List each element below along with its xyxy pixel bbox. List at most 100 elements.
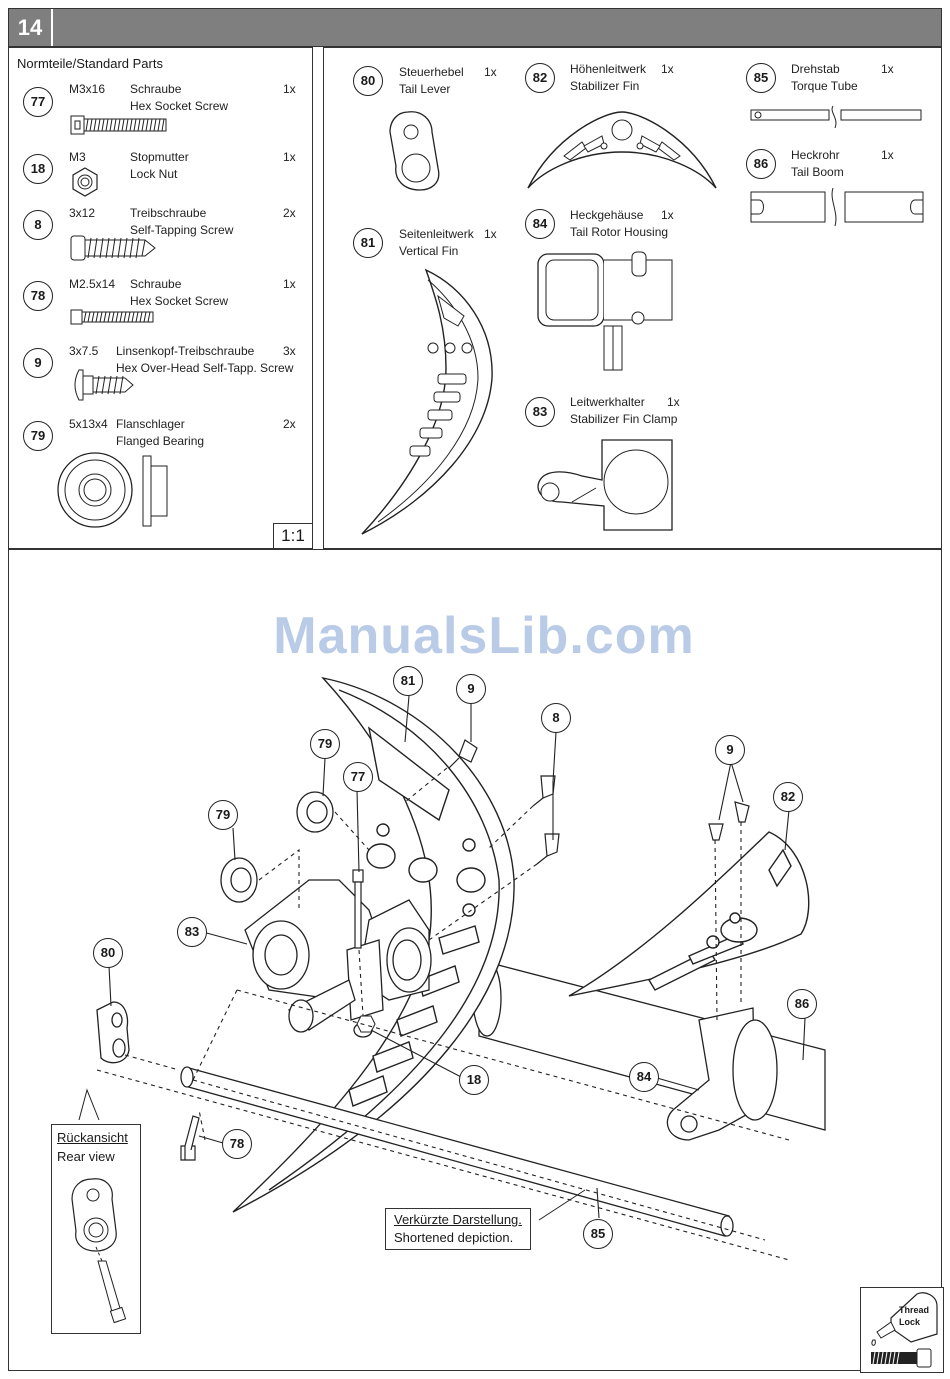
part-qty: 2x bbox=[283, 206, 296, 220]
part-qty: 1x bbox=[881, 148, 894, 162]
scale-label: 1:1 bbox=[273, 523, 312, 548]
part-name-en: Tail Rotor Housing bbox=[570, 225, 669, 239]
hex-overhead-screw-icon bbox=[74, 369, 134, 401]
part-number-81: 81 bbox=[353, 228, 383, 258]
leader-lines bbox=[108, 695, 806, 1219]
part-name-de: Drehstab bbox=[791, 62, 840, 76]
callout-78: 78 bbox=[222, 1129, 252, 1159]
part-number-8: 8 bbox=[23, 210, 53, 240]
part-name-de: Heckgehäuse bbox=[570, 208, 644, 222]
part-number-86: 86 bbox=[746, 149, 776, 179]
nut-18-drawing bbox=[356, 1015, 376, 1033]
stabilizer-fin-clamp-icon bbox=[537, 439, 673, 531]
part-qty: 1x bbox=[283, 150, 296, 164]
callout-79: 79 bbox=[208, 800, 238, 830]
lock-nut-icon bbox=[72, 167, 98, 197]
part-qty: 1x bbox=[661, 208, 674, 222]
tail-rotor-housing-icon bbox=[537, 251, 673, 371]
callout-81: 81 bbox=[393, 666, 423, 696]
callout-9: 9 bbox=[715, 735, 745, 765]
stabilizer-clamp-drawing bbox=[666, 1007, 778, 1141]
part-number-82: 82 bbox=[525, 63, 555, 93]
part-name-en: Self-Tapping Screw bbox=[130, 223, 234, 237]
part-number-9: 9 bbox=[23, 348, 53, 378]
part-qty: 1x bbox=[484, 65, 497, 79]
bearing-drawings bbox=[220, 791, 334, 903]
rear-view-leader bbox=[78, 1088, 100, 1121]
part-name-en: Vertical Fin bbox=[399, 244, 459, 258]
thread-lock-box: Thread Lock bbox=[860, 1287, 944, 1373]
part-number-78: 78 bbox=[23, 281, 53, 311]
part-name-de: Heckrohr bbox=[791, 148, 840, 162]
part-number-79: 79 bbox=[23, 421, 53, 451]
shortened-note: Verkürzte Darstellung. Shortened depicti… bbox=[385, 1208, 531, 1250]
callout-80: 80 bbox=[93, 938, 123, 968]
callout-8: 8 bbox=[541, 703, 571, 733]
part-name-de: Stopmutter bbox=[130, 150, 189, 164]
stabilizer-fin-drawing bbox=[568, 831, 810, 997]
step-header: 14 bbox=[8, 8, 942, 47]
tail-rotor-housing-drawing bbox=[244, 879, 432, 1038]
callout-18: 18 bbox=[459, 1065, 489, 1095]
part-size: M3 bbox=[69, 150, 86, 164]
callout-85: 85 bbox=[583, 1219, 613, 1249]
part-name-de: Leitwerkhalter bbox=[570, 395, 645, 409]
part-qty: 1x bbox=[667, 395, 680, 409]
thread-lock-icon bbox=[871, 1292, 938, 1368]
tail-lever-drawing bbox=[96, 1001, 130, 1064]
assembly-diagram bbox=[78, 676, 826, 1261]
assembly-panel: ManualsLib.com 81 9 8 79 77 79 83 80 18 … bbox=[8, 549, 944, 1373]
part-qty: 1x bbox=[661, 62, 674, 76]
callout-77: 77 bbox=[343, 762, 373, 792]
part-name-en: Tail Boom bbox=[791, 165, 844, 179]
part-name-en: Stabilizer Fin bbox=[570, 79, 640, 93]
part-name-de: Treibschraube bbox=[130, 206, 207, 220]
part-name-en: Hex Over-Head Self-Tapp. Screw bbox=[116, 361, 294, 375]
part-name-de: Linsenkopf-Treibschraube bbox=[116, 344, 255, 358]
callout-86: 86 bbox=[787, 989, 817, 1019]
part-name-de: Höhenleitwerk bbox=[570, 62, 647, 76]
part-size: M2.5x14 bbox=[69, 277, 116, 291]
rear-view-inset: Rückansicht Rear view bbox=[51, 1124, 141, 1334]
part-name-de: Schraube bbox=[130, 277, 182, 291]
screw-77-drawing bbox=[352, 869, 364, 949]
part-size: 3x12 bbox=[69, 206, 96, 220]
self-tapping-screw-icon bbox=[70, 235, 156, 261]
rear-view-en: Rear view bbox=[57, 1149, 115, 1164]
callout-9: 9 bbox=[456, 674, 486, 704]
stabilizer-fin-icon bbox=[527, 111, 717, 189]
shortened-leader bbox=[538, 1189, 586, 1221]
part-size: M3x16 bbox=[69, 82, 106, 96]
part-qty: 1x bbox=[881, 62, 894, 76]
thread-lock-line2: Lock bbox=[899, 1317, 921, 1327]
callout-79: 79 bbox=[310, 729, 340, 759]
part-number-84-catalog: 83 bbox=[525, 397, 555, 427]
callout-83: 83 bbox=[177, 917, 207, 947]
part-name-de: Steuerhebel bbox=[399, 65, 464, 79]
part-name-en: Tail Lever bbox=[399, 82, 451, 96]
part-qty: 2x bbox=[283, 417, 296, 431]
part-name-en: Hex Socket Screw bbox=[130, 99, 229, 113]
part-name-en: Flanged Bearing bbox=[116, 434, 205, 448]
part-qty: 1x bbox=[283, 82, 296, 96]
part-qty: 3x bbox=[283, 344, 296, 358]
part-name-en: Lock Nut bbox=[130, 167, 178, 181]
vertical-fin-icon bbox=[361, 268, 493, 535]
part-qty: 1x bbox=[283, 277, 296, 291]
screw-78-drawing bbox=[180, 1115, 200, 1161]
guide-lines bbox=[96, 767, 790, 1261]
hex-socket-screw-icon bbox=[70, 115, 167, 135]
part-number-83: 84 bbox=[525, 209, 555, 239]
step-number: 14 bbox=[9, 9, 53, 46]
standard-parts-panel: Normteile/Standard Parts 77 M3x16 Schrau… bbox=[8, 47, 313, 549]
rear-view-de: Rückansicht bbox=[57, 1130, 128, 1145]
part-name-en: Hex Socket Screw bbox=[130, 294, 229, 308]
torque-tube-icon bbox=[750, 105, 922, 129]
part-number-80: 80 bbox=[353, 66, 383, 96]
part-name-en: Stabilizer Fin Clamp bbox=[570, 412, 678, 426]
part-name-de: Schraube bbox=[130, 82, 182, 96]
part-number-77: 77 bbox=[23, 87, 53, 117]
shortened-en: Shortened depiction. bbox=[394, 1230, 514, 1245]
watermark: ManualsLib.com bbox=[273, 607, 695, 665]
callout-82: 82 bbox=[773, 782, 803, 812]
